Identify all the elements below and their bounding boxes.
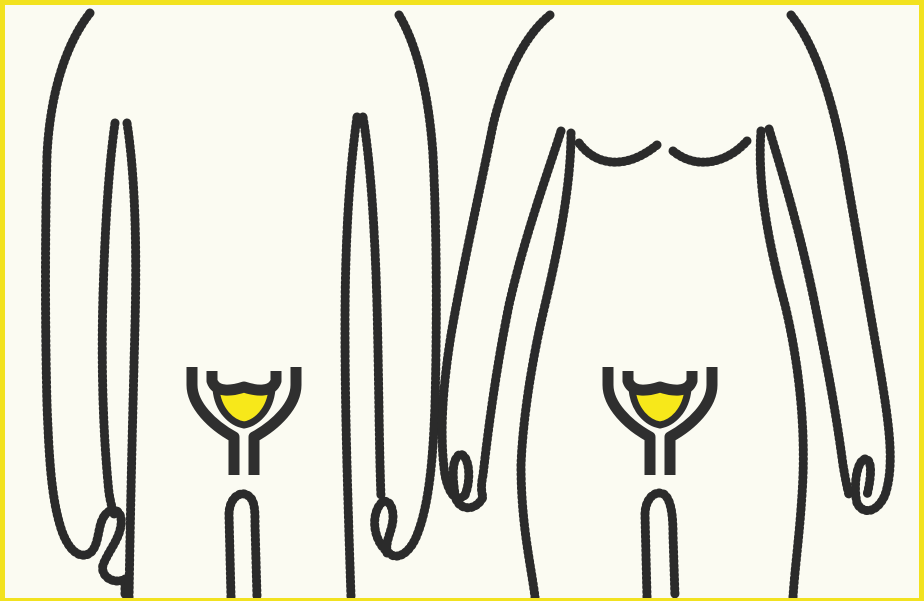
male-genital-outline [229, 494, 257, 597]
female-left-arm-outer [442, 15, 550, 498]
female-left-waist [521, 133, 571, 597]
bladder-inner-wall [212, 371, 276, 390]
female-left-breast [579, 143, 657, 162]
male-right-arm-inner [363, 117, 381, 497]
male-left-hand [103, 510, 125, 597]
female-right-waist [760, 131, 803, 597]
male-right-arm-outer [389, 15, 436, 556]
male-figure [46, 13, 437, 597]
male-left-arm-inner [102, 123, 115, 517]
female-figure [442, 15, 890, 597]
male-right-hand [375, 501, 393, 553]
bladder-icon [608, 367, 712, 475]
male-left-arm-outer [46, 13, 106, 555]
female-right-arm-inner [769, 129, 849, 495]
female-right-hand [855, 459, 870, 503]
male-right-body-side [345, 117, 357, 597]
female-right-breast [673, 141, 747, 162]
body-illustration [5, 5, 919, 598]
male-left-body-side [127, 123, 136, 597]
bladder-inner-wall [628, 371, 692, 390]
bladder-icon [192, 367, 296, 475]
female-legs-outline [645, 493, 675, 597]
